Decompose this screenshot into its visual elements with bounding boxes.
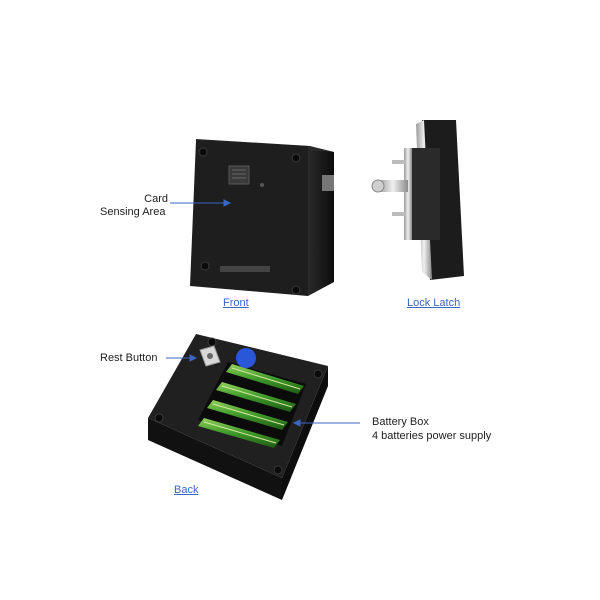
back-caption: Back	[174, 484, 199, 496]
front-caption: Front	[223, 297, 249, 309]
annotation-arrows	[166, 199, 360, 427]
lock-latch-image	[371, 120, 464, 280]
lock-latch-caption: Lock Latch	[407, 297, 461, 309]
battery-box-label-line2: 4 batteries power supply	[372, 430, 492, 442]
reset-button-indicator	[236, 348, 256, 368]
rest-button-label: Rest Button	[100, 352, 158, 364]
batteries	[198, 364, 304, 448]
card-label-line2: Sensing Area	[100, 206, 166, 218]
card-label-line1: Card	[144, 193, 168, 205]
battery-box-label-line1: Battery Box	[372, 416, 429, 428]
front-unit-image	[190, 139, 334, 296]
back-unit-image	[148, 334, 328, 500]
